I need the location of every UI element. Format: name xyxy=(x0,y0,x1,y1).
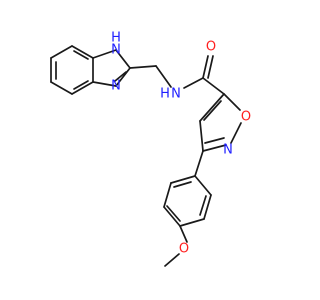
chemical-structure: H N N N H O O N O xyxy=(50,31,251,267)
isoxazole-o-label: O xyxy=(241,110,251,125)
isoxazole-ring xyxy=(199,93,242,152)
benzene-ring-benzimidazole xyxy=(50,45,94,95)
methoxyphenyl-ring xyxy=(163,150,212,227)
amide-h-label: H xyxy=(160,87,170,102)
molecule-canvas: H N N N H O O N O xyxy=(50,31,251,267)
amide-n-label: N xyxy=(171,87,181,102)
isoxazole-n-label: N xyxy=(223,143,233,158)
methoxy-group xyxy=(164,225,188,267)
benzimidazole-nh-label: N xyxy=(111,43,121,58)
methoxy-o-label: O xyxy=(179,242,189,257)
atom-labels: H N N N H O O N O xyxy=(111,31,251,257)
benzimidazole-h-label: H xyxy=(111,31,121,46)
linker-amide xyxy=(129,55,225,95)
benzimidazole-n-label: N xyxy=(111,79,121,94)
carbonyl-o-label: O xyxy=(206,40,216,55)
imidazole-ring xyxy=(92,49,131,87)
